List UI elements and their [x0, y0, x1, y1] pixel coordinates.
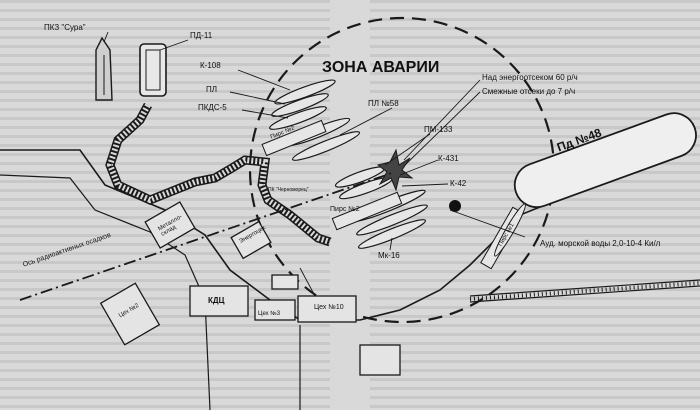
pier-upper: [261, 119, 327, 157]
label-pl: ПЛ: [206, 85, 217, 94]
dock-pd11-inner: [145, 49, 161, 91]
label-k108: К-108: [200, 61, 221, 70]
label-pier2: Пирс №2: [330, 206, 360, 213]
railway: [469, 279, 700, 303]
label-tseh10: Цех №10: [314, 304, 344, 311]
label-pm133: ПМ-133: [424, 125, 453, 134]
leader-lines: [103, 31, 526, 297]
label-pkds5: ПКДС-5: [198, 103, 227, 112]
zone-title: ЗОНА АВАРИИ: [322, 59, 440, 76]
vessel-pier1: [494, 203, 526, 257]
label-pkz-sura: ПКЗ "Сура": [44, 23, 86, 32]
label-k431: К-431: [438, 154, 459, 163]
pier-2: [331, 191, 403, 231]
label-radiation-adjacent: Смежные отсеки до 7 р/ч: [482, 87, 576, 96]
label-mk16: Мк-16: [378, 251, 400, 260]
label-tseh3: Цех №3: [258, 311, 281, 317]
label-k42: К-42: [450, 179, 467, 188]
label-pl58: ПЛ №58: [368, 99, 399, 108]
coastline: [0, 149, 546, 321]
label-pd11: ПД-11: [190, 31, 213, 40]
label-seawater-activity: Ауд. морской воды 2,0-10-4 Ки/л: [540, 239, 661, 248]
label-radiation-energy: Над энергоотсеком 60 р/ч: [482, 73, 578, 82]
explosion-icon: [376, 148, 414, 192]
dock-pd48: [513, 112, 697, 209]
contamination-dot: [449, 200, 461, 212]
breakwater-hatch: [106, 103, 331, 245]
buildings: [99, 201, 401, 376]
label-kdts: КДЦ: [208, 296, 225, 305]
label-pk-chernomorets: ПК "Черноморец": [268, 187, 309, 193]
fallout-axis-line: [19, 171, 396, 301]
vessel-group-left: [269, 79, 361, 161]
dock-pd11: [139, 43, 167, 97]
